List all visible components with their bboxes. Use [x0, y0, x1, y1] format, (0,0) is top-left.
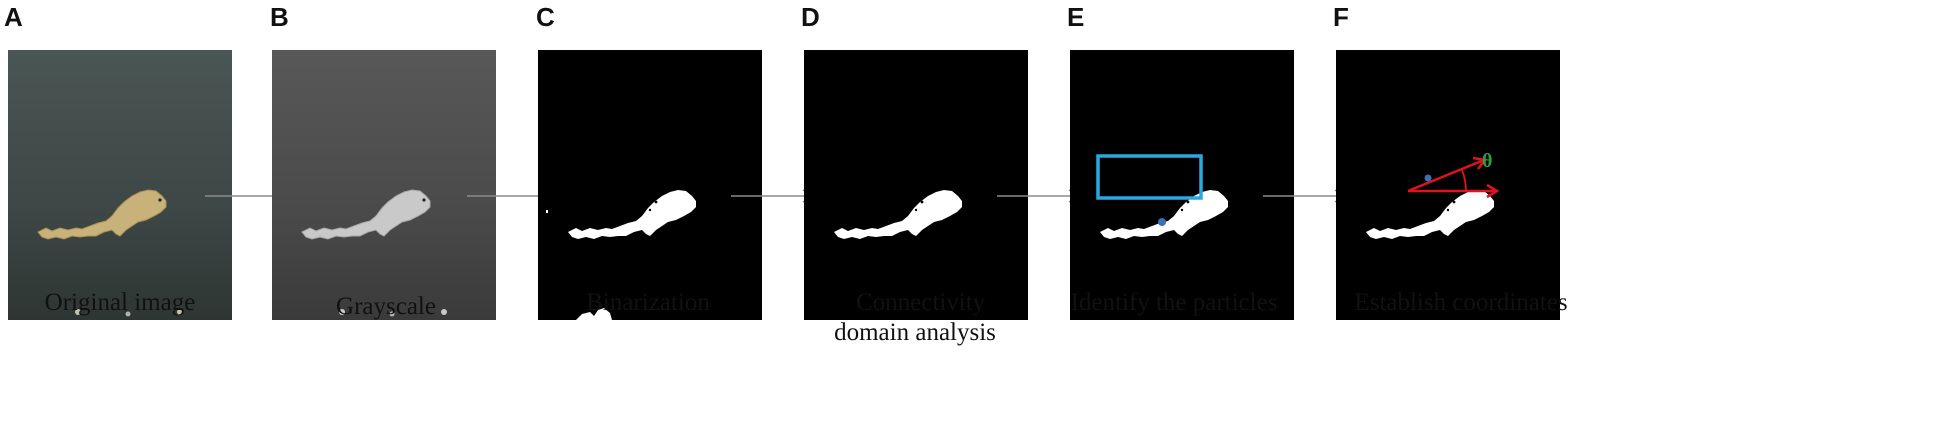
caption-grayscale: Grayscale: [336, 293, 436, 320]
panel-label-e: E: [1067, 2, 1085, 32]
panel-label-c: C: [536, 2, 555, 32]
coordinates-image: θ: [1336, 50, 1560, 320]
angle-theta-label: θ: [1482, 150, 1493, 172]
principal-axis-arrow: [1407, 158, 1485, 193]
caption-connectivity-line1: Connectivity: [856, 289, 986, 316]
original-image: [8, 50, 232, 320]
angle-arc: [1461, 169, 1467, 192]
connectivity-image: [804, 50, 1028, 320]
caption-binarization: Binarization: [586, 289, 710, 316]
panel-label-a: A: [4, 2, 23, 32]
particles-image: [1070, 50, 1294, 320]
binarization-image: [538, 50, 762, 320]
grayscale-image: [272, 50, 496, 320]
panel-label-d: D: [801, 2, 820, 32]
centroid-marker: [1424, 174, 1432, 182]
caption-establish-coordinates: Establish coordinates: [1354, 289, 1568, 316]
centroid-marker: [1158, 218, 1166, 226]
caption-connectivity-line2: domain analysis: [834, 319, 996, 346]
caption-original-image: Original image: [44, 289, 196, 316]
caption-identify-particles: Identify the particles: [1070, 289, 1278, 316]
panel-label-b: B: [270, 2, 289, 32]
panel-label-f: F: [1333, 2, 1349, 32]
bounding-box: [1096, 154, 1203, 200]
